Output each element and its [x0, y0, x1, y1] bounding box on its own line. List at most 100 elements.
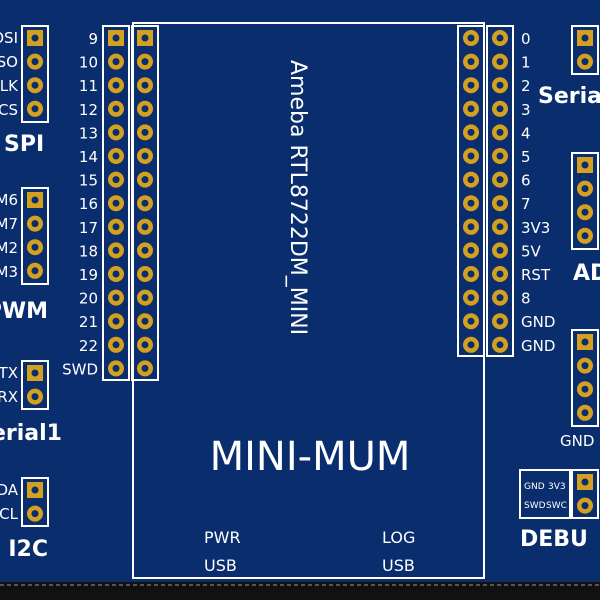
right-header-inner-outline	[457, 25, 485, 357]
debug-pin-label: 3V3	[548, 482, 566, 492]
pad-hole	[496, 317, 504, 325]
pad-hole	[141, 105, 149, 113]
header-pin-label: 3	[521, 101, 531, 119]
pad-hole	[496, 176, 504, 184]
pad-hole	[141, 317, 149, 325]
pad-hole	[496, 199, 504, 207]
pwm-pin-label: M3	[0, 263, 18, 281]
pad-hole	[141, 246, 149, 254]
serial1-connector-outline	[21, 360, 49, 410]
pad-hole	[141, 81, 149, 89]
spi-pin-label: ISO	[0, 53, 18, 71]
pad-hole	[141, 199, 149, 207]
header-pin-label: 22	[79, 337, 98, 355]
pad-hole	[31, 220, 39, 228]
pad-hole	[112, 105, 120, 113]
pad-hole	[112, 58, 120, 66]
pwr-label: PWR	[204, 528, 241, 547]
pad-hole	[31, 486, 39, 494]
pad-hole	[31, 267, 39, 275]
pad-hole	[581, 58, 589, 66]
pad-hole	[496, 270, 504, 278]
pad-hole	[141, 341, 149, 349]
header-pin-label: 2	[521, 77, 531, 95]
adc-connector-outline	[571, 152, 599, 250]
right-header-outer-outline	[486, 25, 514, 357]
i2c-pin-label: DA	[0, 481, 19, 499]
header-pin-label: 11	[79, 77, 98, 95]
header-pin-label: 0	[521, 30, 531, 48]
pad-hole	[112, 270, 120, 278]
pad-hole	[141, 128, 149, 136]
pad-hole	[31, 393, 39, 401]
header-pin-label: 12	[79, 101, 98, 119]
pad-hole	[581, 338, 589, 346]
spi-connector-outline	[21, 25, 49, 123]
pin-labels-layer: 910111213141516171819202122SWD012345673V…	[62, 30, 555, 378]
pwm-pin-label: M6	[0, 191, 18, 209]
header-pin-label: 7	[521, 195, 531, 213]
header-pin-label: GND	[521, 313, 555, 331]
spi-pin-label: CS	[0, 101, 18, 119]
pad-hole	[141, 176, 149, 184]
pad-hole	[496, 58, 504, 66]
pad-hole	[581, 409, 589, 417]
pad-hole	[467, 294, 475, 302]
pad-hole	[581, 232, 589, 240]
pad-hole	[581, 385, 589, 393]
header-pin-label: RST	[521, 266, 551, 284]
pad-hole	[112, 176, 120, 184]
pad-hole	[141, 364, 149, 372]
pad-hole	[581, 34, 589, 42]
pwm-pin-label: M2	[0, 239, 18, 257]
pad-hole	[141, 58, 149, 66]
pad-hole	[496, 34, 504, 42]
header-pin-label: 17	[79, 219, 98, 237]
pad-hole	[141, 294, 149, 302]
header-pin-label: 21	[79, 313, 98, 331]
pad-hole	[112, 364, 120, 372]
serial1-pin-label: TX	[0, 364, 18, 382]
header-pin-label: 10	[79, 54, 98, 72]
pad-hole	[496, 152, 504, 160]
pad-hole	[496, 105, 504, 113]
pad-hole	[141, 34, 149, 42]
serial1-title: erial1	[0, 421, 62, 446]
debug-pin-label: SWC	[546, 501, 567, 511]
header-pin-label: 4	[521, 124, 531, 142]
serial-right-title: Seria	[538, 84, 600, 109]
left-header-inner-outline	[131, 25, 159, 381]
pad-hole	[141, 270, 149, 278]
pwm-title: PWM	[0, 299, 48, 324]
pad-hole	[467, 246, 475, 254]
pad-hole	[467, 58, 475, 66]
pad-hole	[112, 199, 120, 207]
i2c-pin-label: CL	[0, 505, 19, 523]
pad-hole	[112, 34, 120, 42]
pad-hole	[112, 152, 120, 160]
debug-pin-label: SWD	[524, 501, 546, 511]
header-pin-label: GND	[521, 337, 555, 355]
header-pin-label: 3V3	[521, 219, 550, 237]
pad-hole	[112, 317, 120, 325]
pad-hole	[467, 223, 475, 231]
header-pin-label: 19	[79, 266, 98, 284]
pad-hole	[496, 341, 504, 349]
debug-title: DEBU	[520, 527, 588, 552]
i2c-connector-outline	[21, 477, 49, 527]
pad-hole	[581, 185, 589, 193]
header-pin-label: 1	[521, 54, 531, 72]
pad-hole	[112, 246, 120, 254]
spi-pin-label: CLK	[0, 77, 19, 95]
pad-hole	[31, 81, 39, 89]
pad-hole	[581, 362, 589, 370]
pad-hole	[467, 317, 475, 325]
header-pin-label: 20	[79, 290, 98, 308]
debug-pin-label: GND	[524, 482, 545, 492]
pad-hole	[112, 128, 120, 136]
header-pin-label: 5	[521, 148, 531, 166]
pad-hole	[31, 34, 39, 42]
pad-hole	[112, 223, 120, 231]
header-pin-label: SWD	[62, 360, 98, 378]
